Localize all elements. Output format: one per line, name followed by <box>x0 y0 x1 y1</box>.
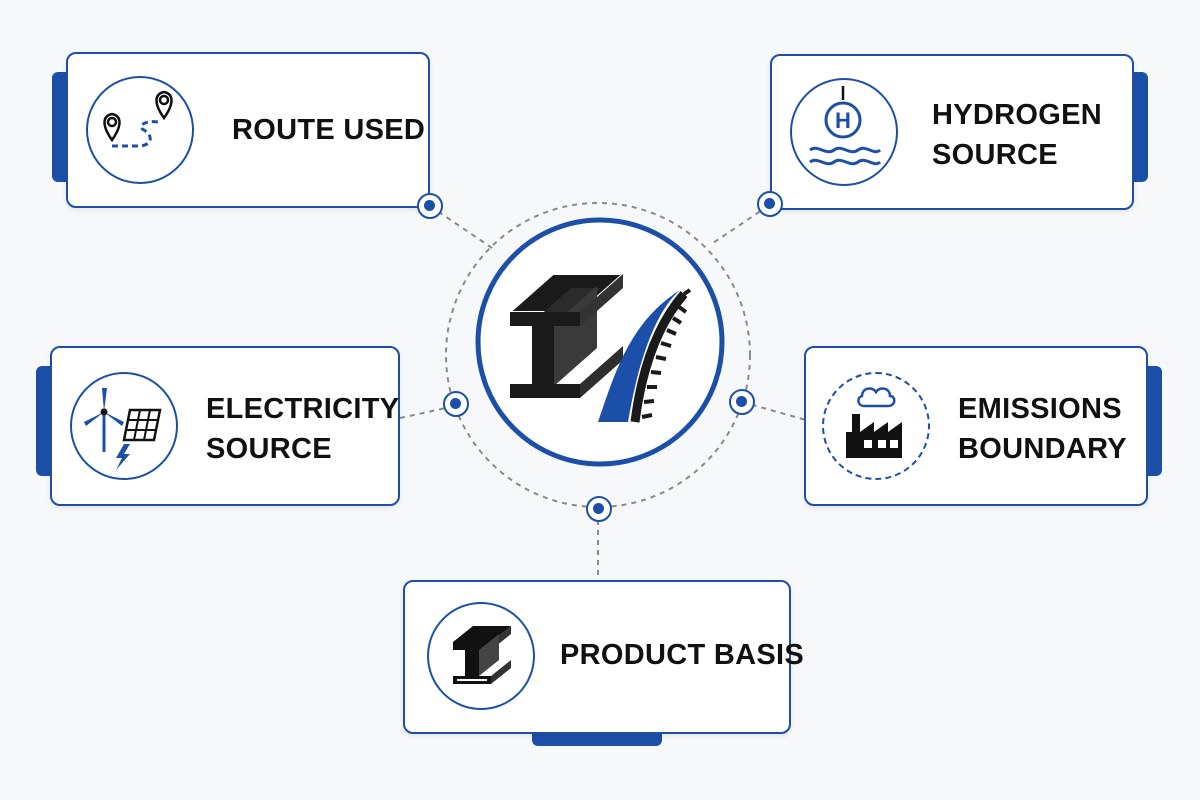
steel-beam-icon <box>453 626 511 684</box>
emissions-icon-ring <box>822 372 930 480</box>
electricity-icon-ring <box>70 372 178 480</box>
product-basis-label: PRODUCT BASIS <box>560 639 804 671</box>
route-connector-node <box>417 193 443 219</box>
emissions-label-line1: EMISSIONS <box>958 393 1122 425</box>
card-hydrogen-source[interactable]: H HYDROGEN SOURCE <box>770 54 1134 210</box>
wind-solar-power-icon <box>84 388 162 470</box>
card-route-used[interactable]: ROUTE USED <box>66 52 430 208</box>
hydrogen-connector-node <box>757 191 783 217</box>
card-product-basis[interactable]: PRODUCT BASIS <box>403 580 804 734</box>
route-used-label: ROUTE USED <box>232 114 426 146</box>
hydrogen-water-icon: H <box>809 86 882 166</box>
emissions-connector-node <box>729 389 755 415</box>
factory-emissions-icon <box>846 387 902 458</box>
electricity-label-line1: ELECTRICITY <box>206 393 400 425</box>
card-emissions-boundary[interactable]: EMISSIONS BOUNDARY <box>804 346 1148 506</box>
electricity-connector-node <box>443 391 469 417</box>
central-hub <box>470 212 730 472</box>
route-map-pin-icon <box>103 90 173 148</box>
outer-dashed-ring <box>445 202 751 508</box>
svg-text:H: H <box>835 108 851 133</box>
hydrogen-label-line2: SOURCE <box>932 139 1058 171</box>
product-connector-node <box>586 496 612 522</box>
connector-hydrogen <box>709 205 769 246</box>
product-icon-ring <box>427 602 535 710</box>
route-icon-ring <box>86 76 194 184</box>
connector-route <box>429 205 496 251</box>
emissions-label-line2: BOUNDARY <box>958 433 1127 465</box>
steel-beam-and-road-icon <box>475 217 725 467</box>
hydrogen-icon-ring: H <box>790 78 898 186</box>
hydrogen-label-line1: HYDROGEN <box>932 99 1102 131</box>
card-electricity-source[interactable]: ELECTRICITY SOURCE <box>50 346 400 506</box>
electricity-label-line2: SOURCE <box>206 433 332 465</box>
